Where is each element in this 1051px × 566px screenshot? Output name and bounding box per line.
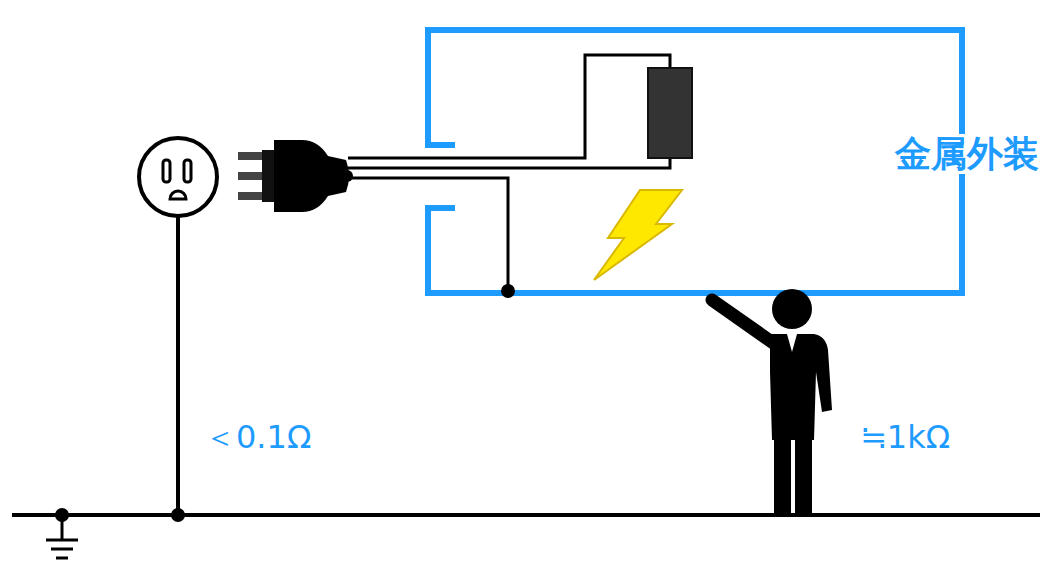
outlet-symbol [139, 138, 217, 216]
leak-spark [594, 190, 682, 280]
junction-dot [55, 508, 69, 522]
plug [238, 140, 353, 212]
resistor-symbol [648, 68, 692, 158]
metal-case [428, 30, 962, 293]
person-figure [712, 289, 832, 515]
resistance-value: ＜0.1Ω [202, 420, 313, 455]
junction-dot [501, 284, 515, 298]
case-label: 金属外装 [893, 134, 1041, 174]
earth-line [12, 513, 1040, 517]
resistance-value: ≒1kΩ [858, 420, 952, 455]
ground-wire [176, 217, 180, 515]
junction-dot [171, 508, 185, 522]
